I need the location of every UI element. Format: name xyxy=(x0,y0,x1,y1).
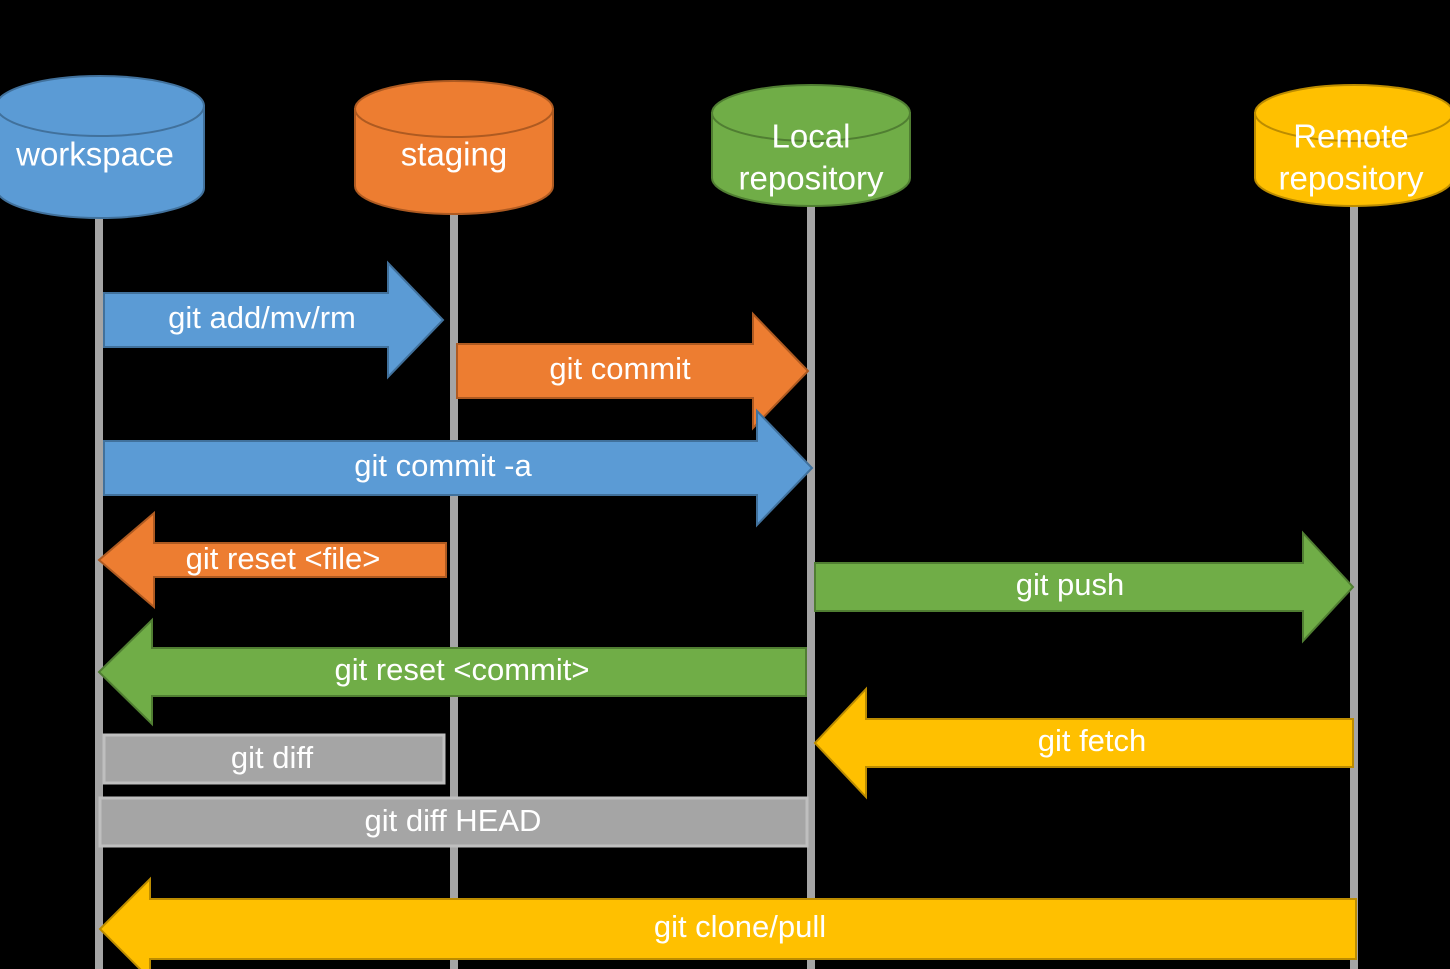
arrow-git-commit-a-shape xyxy=(103,408,814,528)
arrow-git-fetch-shape xyxy=(813,686,1354,800)
arrow-git-push[interactable]: git push xyxy=(814,530,1355,644)
local-label-line1: Local xyxy=(772,118,851,155)
bar-git-diff-head-label: git diff HEAD xyxy=(365,803,542,838)
staging-label: staging xyxy=(401,136,507,173)
arrow-git-commit-a-label: git commit -a xyxy=(354,448,532,483)
workspace-label: workspace xyxy=(15,136,174,173)
arrow-git-clone-pull[interactable]: git clone/pull xyxy=(98,876,1357,969)
arrow-git-push-shape xyxy=(814,530,1355,644)
bar-git-diff-shape xyxy=(102,733,446,785)
arrow-git-reset-file[interactable]: git reset <file> xyxy=(97,510,447,610)
arrow-git-reset-commit-label: git reset <commit> xyxy=(335,652,590,687)
arrow-git-commit-label: git commit xyxy=(549,351,691,386)
remote-label-line2: repository xyxy=(1279,160,1424,197)
arrow-git-commit-a[interactable]: git commit -a xyxy=(103,408,814,528)
local-cylinder-top xyxy=(711,84,911,142)
staging-cylinder-body xyxy=(354,108,554,215)
lifeline-workspace xyxy=(95,180,103,969)
staging-cylinder-top xyxy=(354,80,554,138)
bar-git-diff[interactable]: git diff xyxy=(102,733,446,785)
arrow-git-reset-commit[interactable]: git reset <commit> xyxy=(97,617,807,727)
bar-git-diff-label: git diff xyxy=(231,740,314,775)
arrow-git-reset-file-label: git reset <file> xyxy=(186,541,381,576)
arrow-git-push-label: git push xyxy=(1016,567,1125,602)
remote-label-line1: Remote xyxy=(1293,118,1409,155)
lifeline-staging xyxy=(450,180,458,969)
lifeline-remote xyxy=(1350,180,1358,969)
arrow-git-clone-pull-shape xyxy=(98,876,1357,969)
workspace-cylinder-top xyxy=(0,75,205,137)
remote-cylinder-top xyxy=(1254,84,1450,142)
arrow-git-add[interactable]: git add/mv/rm xyxy=(103,260,445,380)
local-label-line2: repository xyxy=(739,160,884,197)
node-workspace[interactable]: workspace xyxy=(0,75,205,219)
node-staging[interactable]: staging xyxy=(354,80,554,215)
arrow-git-reset-file-shape xyxy=(97,510,447,610)
node-remote-repository[interactable]: Remote repository xyxy=(1254,84,1450,207)
arrow-git-fetch[interactable]: git fetch xyxy=(813,686,1354,800)
bar-git-diff-head-shape xyxy=(98,796,809,848)
arrow-git-commit-shape xyxy=(456,311,810,431)
arrow-git-add-shape xyxy=(103,260,445,380)
arrow-git-commit[interactable]: git commit xyxy=(456,311,810,431)
arrow-git-clone-pull-label: git clone/pull xyxy=(654,909,826,944)
arrow-git-add-label: git add/mv/rm xyxy=(168,300,356,335)
arrow-git-reset-commit-shape xyxy=(97,617,807,727)
lifelines xyxy=(95,180,1358,969)
bar-git-diff-head[interactable]: git diff HEAD xyxy=(98,796,809,848)
arrow-git-fetch-label: git fetch xyxy=(1038,723,1147,758)
lifeline-local xyxy=(807,180,815,969)
workspace-cylinder-body xyxy=(0,105,205,219)
node-local-repository[interactable]: Local repository xyxy=(711,84,911,207)
